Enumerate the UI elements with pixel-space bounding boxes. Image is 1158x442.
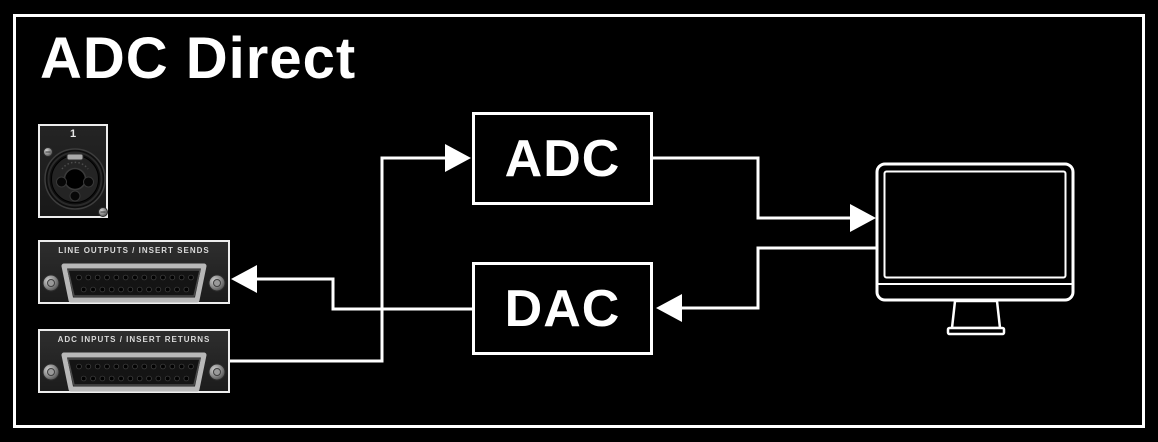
combo-jack-channel-label: 1	[69, 128, 77, 140]
db25-pins	[76, 363, 194, 382]
adc-block-label: ADC	[504, 129, 621, 188]
screw-icon	[43, 147, 108, 217]
panel-label: ADC INPUTS / INSERT RETURNS	[57, 335, 211, 344]
diagram-border	[13, 14, 1145, 428]
combo-jack-icon	[43, 147, 108, 217]
combo-jack-panel: 1	[38, 124, 108, 218]
line-outputs-panel: LINE OUTPUTS / INSERT SENDS	[38, 240, 230, 304]
page-title: ADC Direct	[40, 26, 357, 91]
db25-pins	[76, 274, 194, 293]
adc-block: ADC	[472, 112, 653, 205]
panel-label: LINE OUTPUTS / INSERT SENDS	[58, 246, 210, 255]
dac-block-label: DAC	[504, 279, 621, 338]
dac-block: DAC	[472, 262, 653, 355]
db25-connector-icon	[42, 263, 226, 303]
adc-inputs-panel: ADC INPUTS / INSERT RETURNS	[38, 329, 230, 393]
db25-connector-icon	[42, 352, 226, 392]
